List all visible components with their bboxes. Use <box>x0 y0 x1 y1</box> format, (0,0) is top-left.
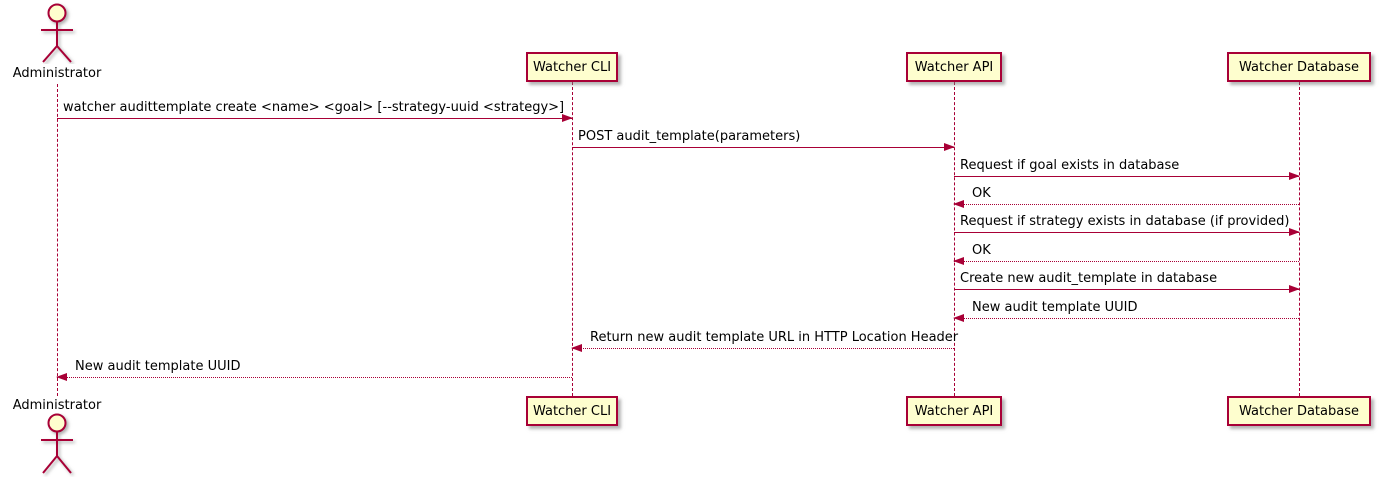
message-4-label: OK <box>972 186 991 201</box>
arrow-right-icon <box>1289 228 1300 236</box>
message-1-line <box>57 118 572 119</box>
lifeline-watcher-cli <box>572 82 573 396</box>
arrow-right-icon <box>562 114 573 122</box>
message-5-label: Request if strategy exists in database (… <box>960 214 1290 229</box>
message-5-line <box>954 232 1299 233</box>
participant-label-watcher-database-top: Watcher Database <box>1239 59 1359 75</box>
lifeline-watcher-database <box>1299 82 1300 396</box>
message-4-line <box>954 204 1299 205</box>
arrow-left-icon <box>571 344 582 352</box>
message-3-line <box>954 176 1299 177</box>
participant-box-watcher-database-top: Watcher Database <box>1227 52 1371 82</box>
message-10-line <box>57 377 572 378</box>
participant-label-watcher-cli-top: Watcher CLI <box>532 59 612 75</box>
message-9-line <box>572 348 954 349</box>
participant-label-watcher-cli-bottom: Watcher CLI <box>532 403 612 419</box>
message-8-line <box>954 318 1299 319</box>
participant-label-watcher-api-bottom: Watcher API <box>914 403 994 419</box>
participant-box-watcher-cli-top: Watcher CLI <box>526 52 618 82</box>
arrow-right-icon <box>1289 285 1300 293</box>
participant-box-watcher-api-top: Watcher API <box>906 52 1002 82</box>
message-9-label: Return new audit template URL in HTTP Lo… <box>590 330 959 345</box>
participant-box-watcher-cli-bottom: Watcher CLI <box>526 396 618 426</box>
actor-label-administrator-bottom: Administrator <box>12 398 102 413</box>
participant-label-watcher-database-bottom: Watcher Database <box>1239 403 1359 419</box>
actor-icon-administrator-top <box>41 3 73 63</box>
message-1-label: watcher audittemplate create <name> <goa… <box>63 100 565 115</box>
message-6-line <box>954 261 1299 262</box>
message-8-label: New audit template UUID <box>972 300 1138 315</box>
arrow-right-icon <box>1289 172 1300 180</box>
participant-label-watcher-api-top: Watcher API <box>914 59 994 75</box>
message-10-label: New audit template UUID <box>75 359 241 374</box>
arrow-left-icon <box>56 373 67 381</box>
arrow-left-icon <box>953 314 964 322</box>
message-7-line <box>954 289 1299 290</box>
actor-label-administrator-top: Administrator <box>12 66 102 81</box>
lifeline-administrator <box>57 84 58 396</box>
message-6-label: OK <box>972 243 991 258</box>
message-7-label: Create new audit_template in database <box>960 271 1218 286</box>
lifeline-watcher-api <box>954 82 955 396</box>
arrow-left-icon <box>953 257 964 265</box>
actor-icon-administrator-bottom <box>41 413 73 474</box>
message-3-label: Request if goal exists in database <box>960 158 1180 173</box>
message-2-line <box>572 147 954 148</box>
arrow-left-icon <box>953 200 964 208</box>
arrow-right-icon <box>944 143 955 151</box>
message-2-label: POST audit_template(parameters) <box>578 129 801 144</box>
participant-box-watcher-api-bottom: Watcher API <box>906 396 1002 426</box>
participant-box-watcher-database-bottom: Watcher Database <box>1227 396 1371 426</box>
